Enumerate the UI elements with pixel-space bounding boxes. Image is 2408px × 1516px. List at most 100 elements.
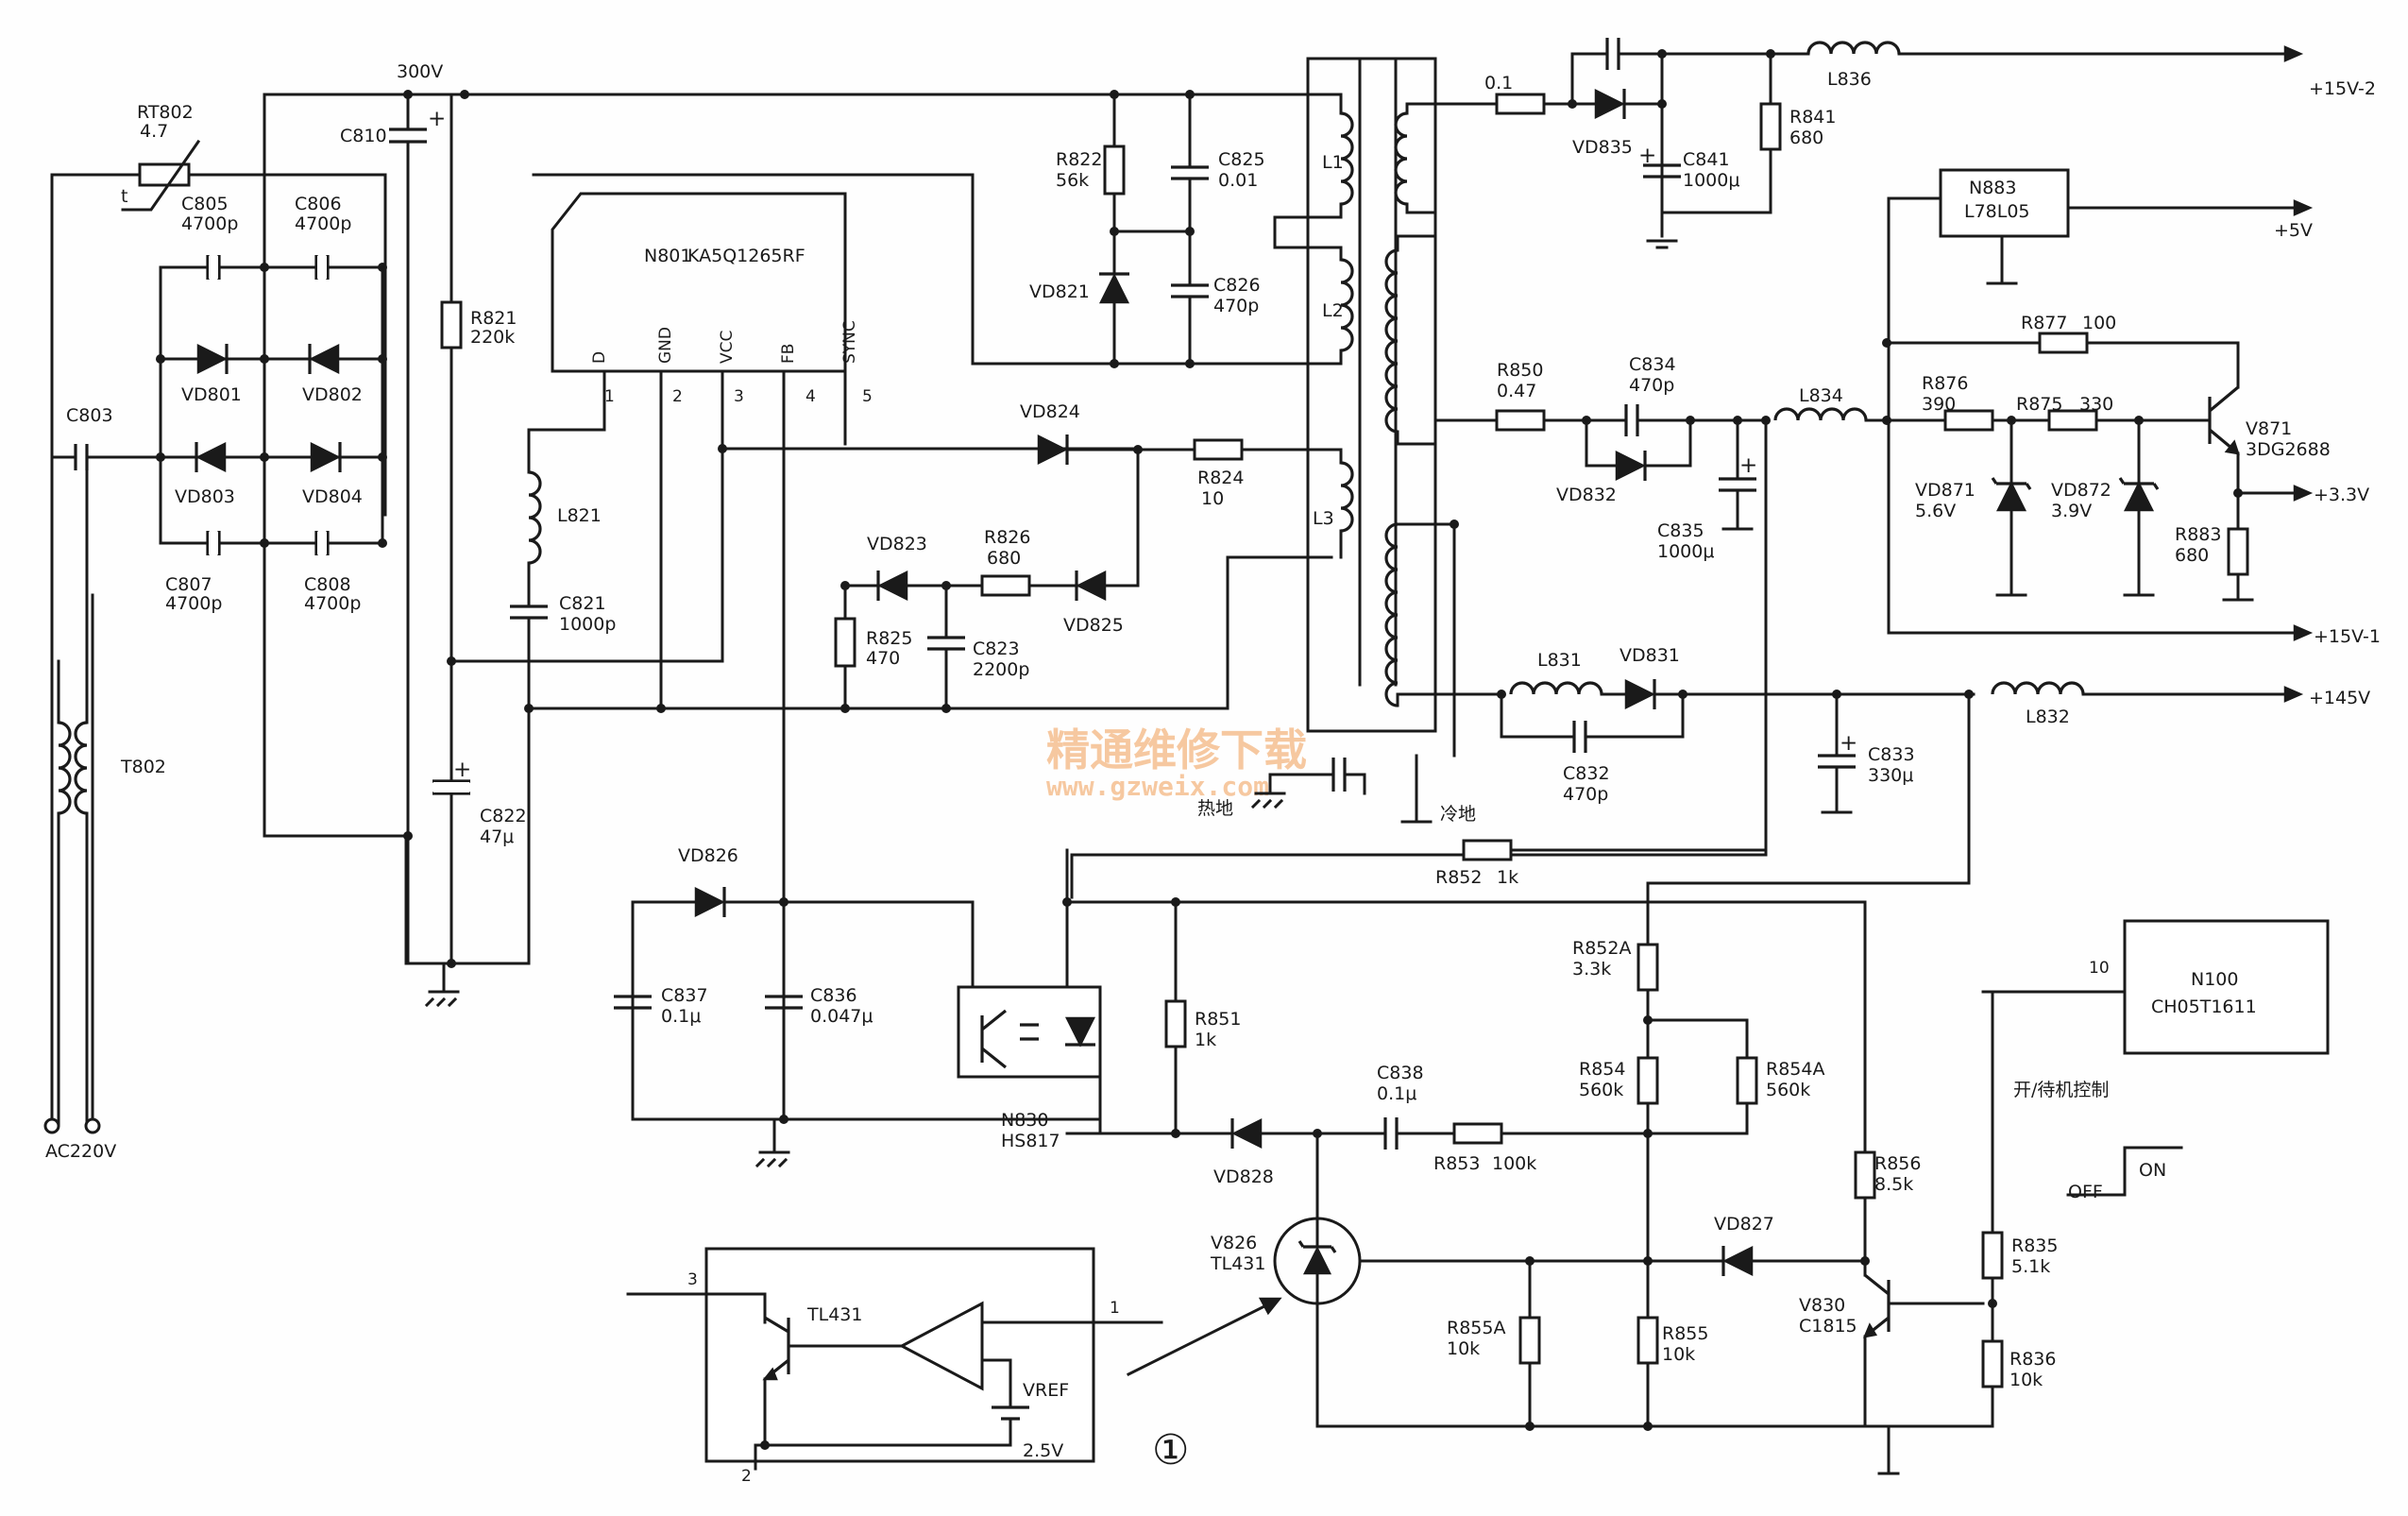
c805-value: 4700p <box>181 213 238 234</box>
c836-value: 0.047μ <box>810 1006 873 1027</box>
r855-value: 10k <box>1662 1344 1695 1365</box>
tl431-title: TL431 <box>806 1304 862 1325</box>
v871-ref: V871 <box>2246 418 2292 439</box>
svg-text:+: + <box>1638 144 1656 168</box>
c826-ref: C826 <box>1213 275 1261 296</box>
vd824-label: VD824 <box>1020 401 1080 422</box>
c808-value: 4700p <box>304 593 361 614</box>
v5-label: +5V <box>2274 220 2313 241</box>
n801-part: KA5Q1265RF <box>687 246 805 266</box>
c825-value: 0.01 <box>1218 170 1258 191</box>
c835-ref: C835 <box>1657 520 1704 541</box>
r836-value: 10k <box>2009 1370 2043 1390</box>
r850-ref: R850 <box>1497 360 1543 381</box>
r824-ref: R824 <box>1197 468 1244 488</box>
vd871-zener <box>1995 481 2027 512</box>
r825-value: 470 <box>866 648 900 669</box>
tl431-inset: TL431 VREF 2.5V 1 2 3 ① <box>626 1247 1282 1486</box>
c807-value: 4700p <box>165 593 222 614</box>
r851-resistor <box>1164 999 1187 1048</box>
vd826-label: VD826 <box>678 845 738 866</box>
r01-value: 0.1 <box>1484 73 1513 94</box>
tl431-pin3: 3 <box>687 1270 698 1289</box>
r856-value: 8.5k <box>1874 1174 1913 1195</box>
n830-part: HS817 <box>1001 1131 1060 1151</box>
l832-label: L832 <box>2026 707 2070 727</box>
vd831-diode <box>1624 678 1655 710</box>
snubber-section: R822 56k C825 0.01 VD821 C826 470p <box>1029 90 1265 368</box>
r826-ref: R826 <box>984 527 1030 548</box>
r836-ref: R836 <box>2009 1349 2056 1370</box>
arrow-15v-1 <box>2293 624 2314 641</box>
c834-value: 470p <box>1629 375 1674 396</box>
r877-resistor <box>2038 332 2089 354</box>
ac-terminal-left <box>43 1117 60 1134</box>
r852-resistor <box>1462 839 1513 861</box>
c807-ref: C807 <box>165 574 212 595</box>
r824-resistor <box>1193 438 1244 461</box>
c810-label: C810 <box>340 126 387 146</box>
output-15v-1-3v3: + R850 0.47 C834 470p VD832 <box>1070 313 2369 899</box>
r855-ref: R855 <box>1662 1323 1708 1344</box>
aux-winding-section: VD824 R824 10 VD823 R826 680 VD825 R825 … <box>834 401 1343 710</box>
tl431-pin2: 2 <box>741 1467 752 1486</box>
v15-1-label: +15V-1 <box>2314 626 2381 647</box>
opto-led <box>1064 1016 1096 1048</box>
r856-ref: R856 <box>1874 1153 1921 1174</box>
c832-ref: C832 <box>1563 763 1610 784</box>
vd821-diode <box>1098 273 1130 304</box>
transformer-frame <box>1306 57 1437 733</box>
r875-value: 330 <box>2079 394 2113 415</box>
r852a-ref: R852A <box>1572 938 1631 959</box>
cold-ground-label: 冷地 <box>1440 804 1476 825</box>
c841-ref: C841 <box>1683 149 1730 170</box>
r883-ref: R883 <box>2175 524 2221 545</box>
l3-label: L3 <box>1313 508 1334 529</box>
r841-resistor <box>1759 102 1782 151</box>
vd802-diode <box>309 343 340 375</box>
vd801-diode <box>196 343 228 375</box>
n100-pin: 10 <box>2089 959 2110 978</box>
vd803-diode <box>195 441 227 473</box>
arrow-15v-2 <box>2283 45 2304 62</box>
svg-text:+: + <box>1840 731 1857 756</box>
n801-pin-num-4: 4 <box>805 387 816 406</box>
r853-resistor <box>1452 1122 1503 1145</box>
vd832-label: VD832 <box>1556 485 1617 505</box>
c837-ref: C837 <box>661 985 708 1006</box>
primary-section: 300V + C810 R821 220k + C822 47μ N801 KA… <box>263 61 1333 1008</box>
r822-ref: R822 <box>1056 149 1102 170</box>
output-145v: + L831 VD831 C832 470p C833 330μ L832 +1… <box>1433 645 2370 946</box>
v871-value: 3DG2688 <box>2246 439 2331 460</box>
r821-ref: R821 <box>470 308 517 329</box>
c838-ref: C838 <box>1377 1063 1424 1083</box>
c836-ref: C836 <box>810 985 857 1006</box>
tl431-pointer-arrow <box>1258 1297 1282 1316</box>
c826-value: 470p <box>1213 296 1259 316</box>
r855a-value: 10k <box>1447 1338 1480 1359</box>
r853-value: 100k <box>1492 1153 1536 1174</box>
n801-pin-num-3: 3 <box>734 387 744 406</box>
rt802-ref: RT802 <box>137 102 194 123</box>
c837-value: 0.1μ <box>661 1006 701 1027</box>
c821-ref: C821 <box>559 593 606 614</box>
r825-ref: R825 <box>866 628 912 649</box>
r883-resistor <box>2227 527 2249 576</box>
r835-resistor <box>1981 1231 2004 1280</box>
r856-resistor <box>1854 1150 1876 1200</box>
c806-value: 4700p <box>295 213 351 234</box>
c838-value: 0.1μ <box>1377 1083 1416 1104</box>
v300-label: 300V <box>397 61 443 82</box>
v830-ref: V830 <box>1799 1295 1845 1316</box>
r876-value: 390 <box>1922 394 1956 415</box>
r876-ref: R876 <box>1922 373 1968 394</box>
r841-value: 680 <box>1789 128 1823 148</box>
n883-part: L78L05 <box>1964 201 2030 222</box>
svg-text:+: + <box>428 107 446 131</box>
svg-text:+: + <box>1739 453 1757 478</box>
standby-control: N100 CH05T1611 10 开/待机控制 OFF ON <box>2013 919 2330 1202</box>
vd823-diode <box>877 570 908 602</box>
vd802-label: VD802 <box>302 384 363 405</box>
